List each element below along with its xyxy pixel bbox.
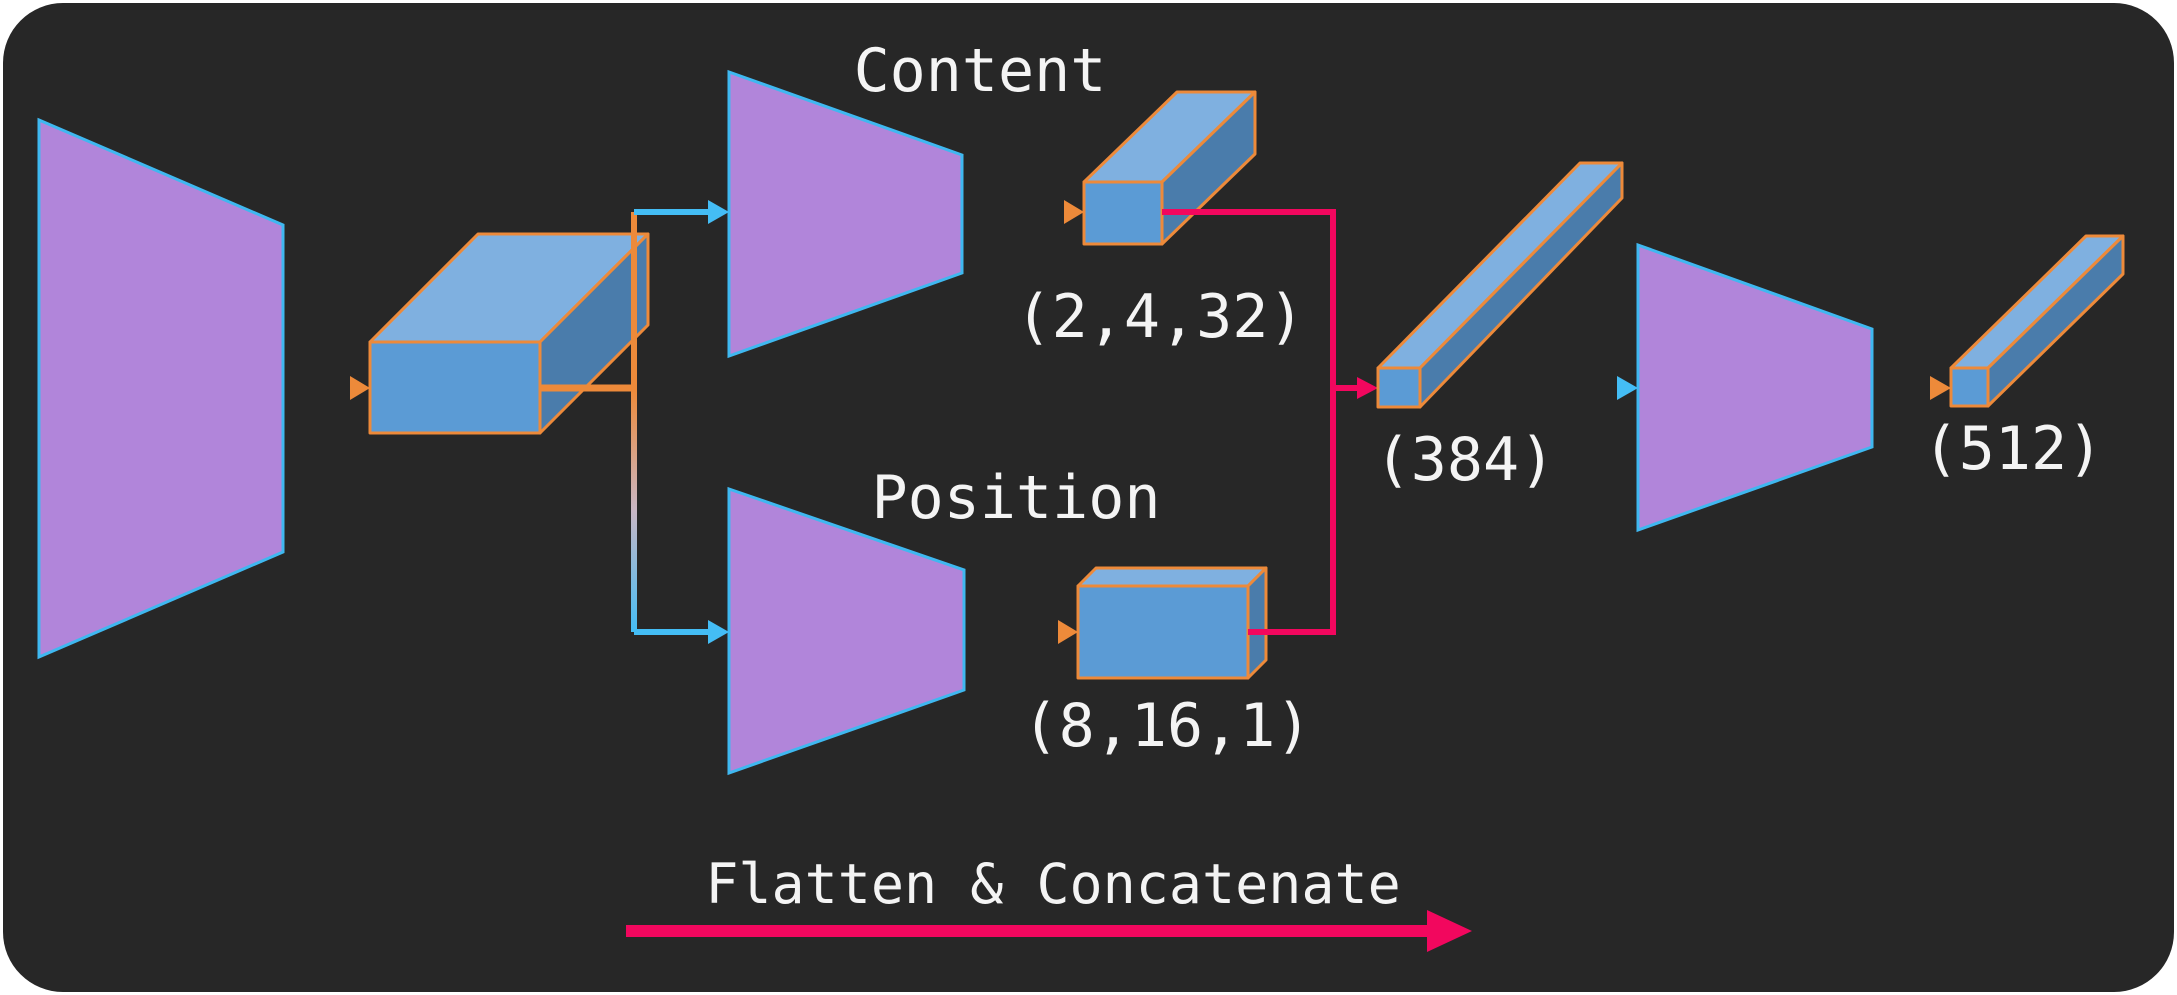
arrow-head-position-box	[1058, 620, 1078, 644]
concatenated-vector	[1376, 161, 1624, 409]
flatten-line-content	[1162, 209, 1360, 391]
arrow-head-to-position	[708, 620, 729, 644]
arrow-head-to-content	[708, 200, 729, 224]
position-label: Position	[872, 463, 1161, 533]
position-encoder-block	[727, 486, 966, 776]
arrow-head-content-box	[1064, 200, 1084, 224]
flatten-line-position	[1248, 388, 1336, 635]
output-vector	[1949, 234, 2125, 408]
position-feature-box	[1076, 566, 1268, 680]
content-feature-box	[1082, 90, 1257, 246]
output-shape-label: (512)	[1923, 414, 2104, 484]
input-encoder-block	[37, 117, 285, 660]
content-shape-label: (2,4,32)	[1016, 282, 1305, 352]
content-encoder-block	[727, 69, 964, 359]
legend-arrow-head	[1427, 910, 1472, 952]
concat-shape-label: (384)	[1375, 425, 1556, 495]
legend-label: Flatten & Concatenate	[705, 852, 1400, 916]
arrow-head-output	[1930, 376, 1951, 400]
projection-block	[1636, 242, 1874, 533]
position-shape-label: (8,16,1)	[1023, 691, 1312, 761]
arrow-head-input	[350, 376, 370, 400]
arrow-head-concat	[1357, 377, 1378, 399]
arrow-head-decoder	[1617, 376, 1638, 400]
content-label: Content	[854, 36, 1107, 106]
